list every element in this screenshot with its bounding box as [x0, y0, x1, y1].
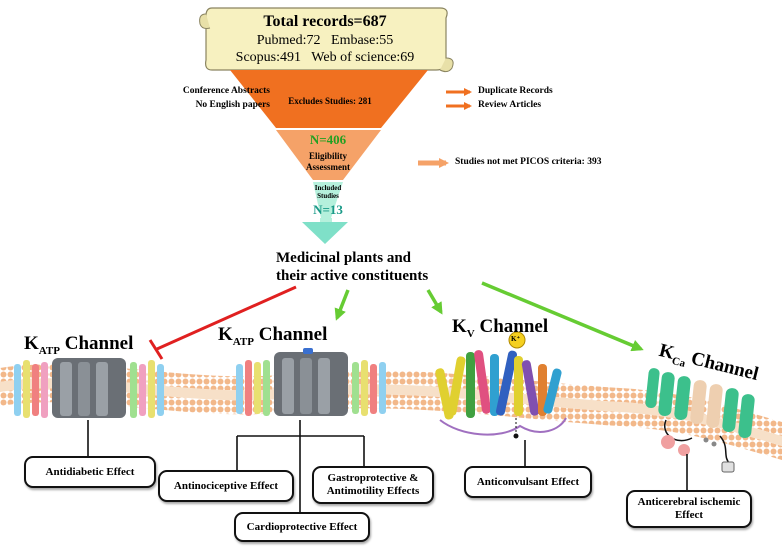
- database-counts-line-1: Pubmed:72 Embase:55: [256, 33, 394, 48]
- excludes-studies: Excludes Studies: 281: [288, 96, 372, 106]
- exclusion-reason-right-1: Duplicate Records: [478, 86, 553, 96]
- effect-anticonvulsant: Anticonvulsant Effect: [464, 466, 592, 498]
- n-included: N=13: [313, 202, 343, 217]
- effect-connectors: [87, 420, 688, 520]
- exclusion-reason-left-1: Conference Abstracts: [182, 86, 270, 96]
- cell-membrane: [0, 364, 782, 460]
- channel-title-katp-left: KATP Channel: [24, 333, 134, 357]
- katp-channel-protein-left: [14, 358, 164, 418]
- screening-funnel: [230, 70, 428, 244]
- exclusion-reason-right-2: Review Articles: [478, 100, 542, 110]
- potassium-ion-icon: [508, 331, 526, 349]
- eligibility-label-2: Assessment: [306, 162, 350, 172]
- medicinal-plants-line-1: Medicinal plants and: [276, 250, 412, 266]
- kv-channel-protein: [435, 331, 567, 439]
- included-label-2: Studies: [317, 192, 339, 200]
- total-records: Total records=687: [263, 13, 387, 30]
- records-scroll-banner: [199, 7, 454, 73]
- funnel-eligibility-stage: [276, 130, 381, 180]
- exclusion-reason-left-2: No English papers: [195, 100, 270, 110]
- n-after-exclusion: N=406: [309, 132, 347, 147]
- effect-gastroprotective: Gastroprotective &Antimotility Effects: [312, 466, 434, 504]
- channel-title-kv: KV Channel: [452, 316, 549, 340]
- potassium-ion-label: K⁺: [511, 335, 521, 343]
- medicinal-plants-line-2: their active constituents: [276, 268, 429, 284]
- inhibition-arrow: [156, 285, 297, 351]
- kca-channel-protein: [645, 368, 755, 473]
- effect-cardioprotective: Cardioprotective Effect: [234, 512, 370, 542]
- effect-antinociceptive: Antinociceptive Effect: [158, 470, 294, 502]
- picos-exclusion: Studies not met PICOS criteria: 393: [455, 157, 602, 167]
- funnel-arrow-head: [302, 222, 348, 244]
- funnel-exclusion-stage: [230, 70, 428, 128]
- plant-effect-arrows: [148, 281, 644, 360]
- exclusion-arrows: [274, 88, 472, 168]
- funnel-included-stage: [313, 182, 343, 218]
- effect-antidiabetic: Antidiabetic Effect: [24, 456, 156, 488]
- database-counts-line-2: Scopus:491 Web of science:69: [235, 50, 415, 65]
- eligibility-label-1: Eligibility: [308, 151, 347, 161]
- channel-title-katp-center: KATP Channel: [218, 324, 328, 348]
- katp-channel-protein-center: [236, 348, 386, 416]
- included-label-1: Included: [314, 184, 342, 192]
